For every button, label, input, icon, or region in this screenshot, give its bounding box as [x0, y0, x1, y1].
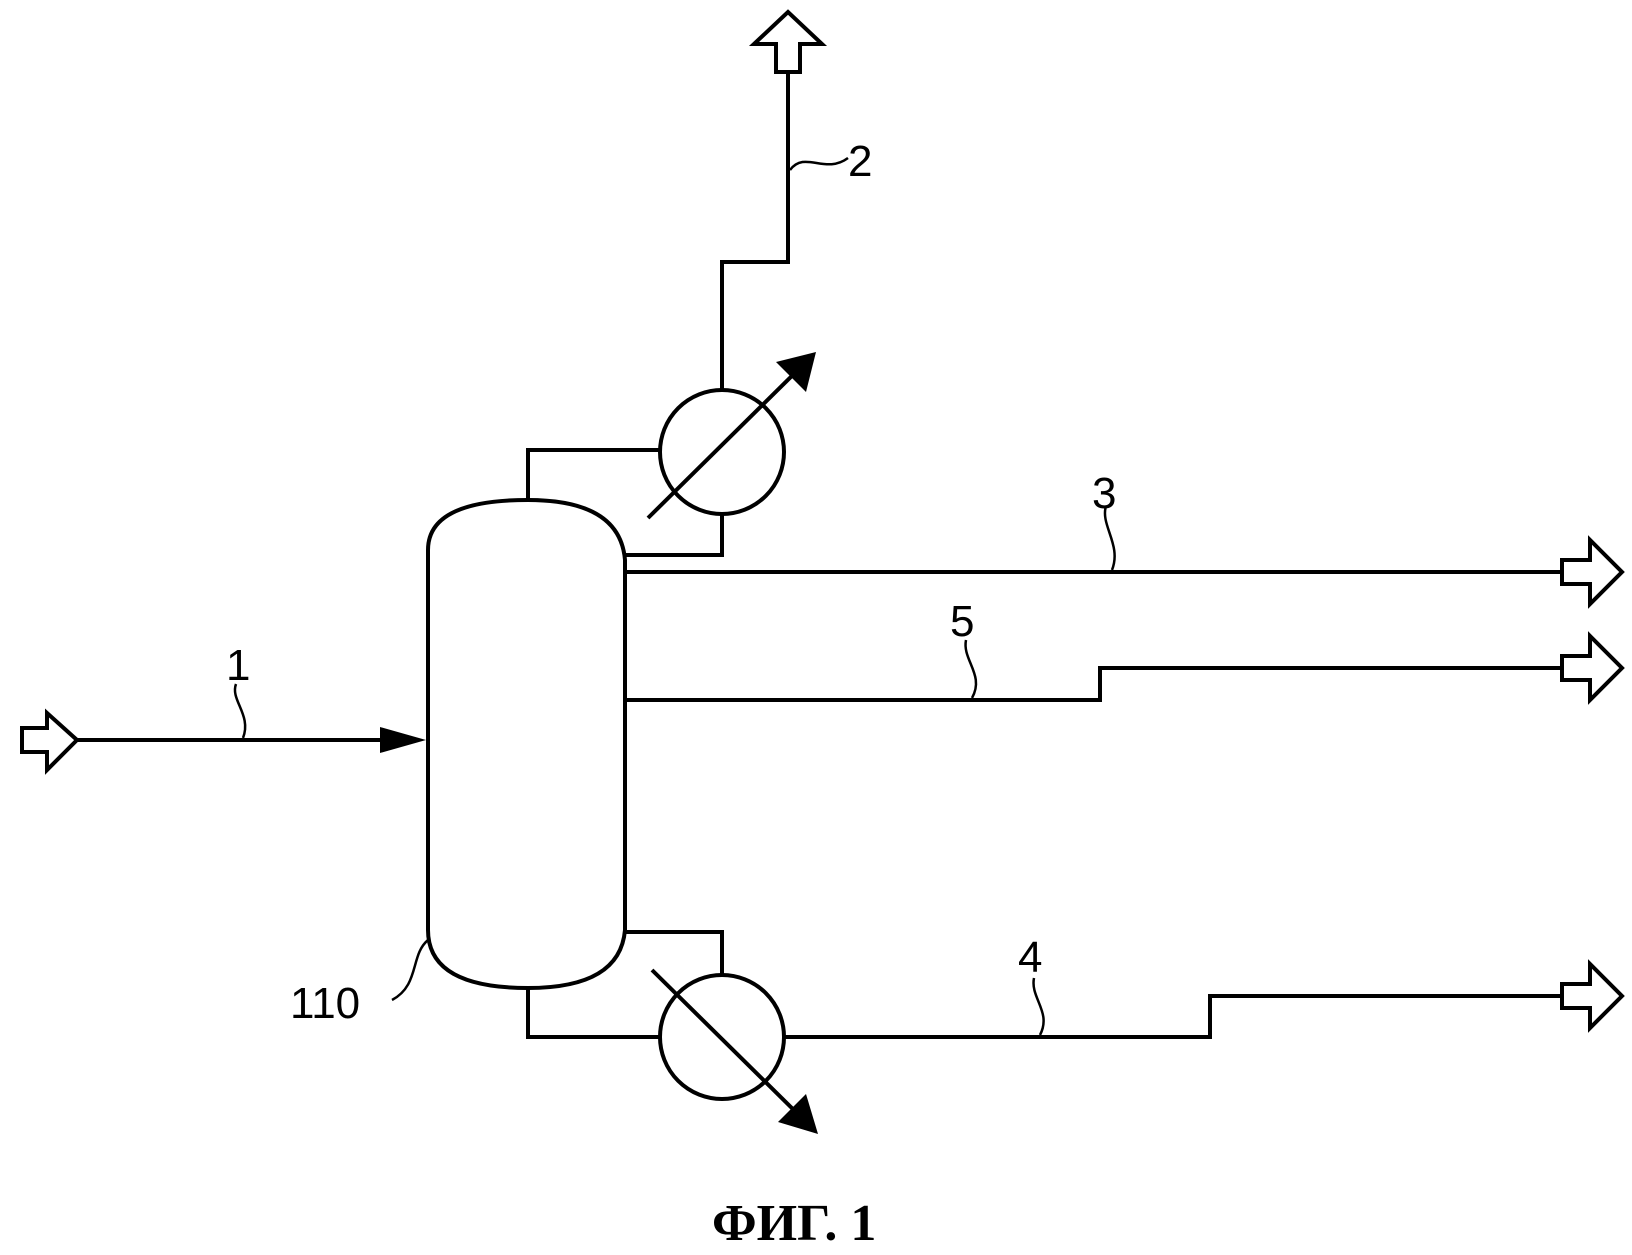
label-1: 1	[226, 641, 250, 690]
overhead-outlet-arrow-icon	[748, 9, 828, 74]
feed-arrowhead-icon	[380, 727, 426, 753]
reboiler-arrowhead-icon	[778, 1094, 818, 1134]
condenser-arrowhead-icon	[776, 352, 816, 392]
figure-caption: ФИГ. 1	[712, 1195, 876, 1252]
outlet-arrow-icon-4	[1560, 959, 1625, 1033]
feed-inlet-arrow-icon	[20, 708, 80, 775]
reboiler-return-line	[526, 988, 660, 1039]
reboiler-feed-line	[625, 930, 724, 977]
leader-line-2	[789, 156, 849, 171]
outlet-arrow-icon-5	[1560, 631, 1625, 705]
label-2: 2	[848, 137, 872, 186]
leader-line-110	[391, 939, 429, 1002]
condenser-heat-exchanger-icon	[658, 388, 786, 516]
label-110: 110	[290, 979, 360, 1028]
distillation-column-110	[426, 497, 627, 991]
overhead-vapor-line	[526, 448, 660, 500]
overhead-product-line-2	[720, 72, 790, 390]
outlet-arrow-icon-3	[1560, 535, 1625, 609]
leader-line-3	[1103, 505, 1116, 571]
label-3: 3	[1092, 469, 1116, 518]
reboiler-diagonal-arrow-icon	[650, 968, 810, 1126]
leader-line-5	[964, 639, 978, 699]
label-5: 5	[950, 597, 974, 646]
leader-line-4	[1032, 977, 1045, 1036]
side-stream-line-5	[625, 666, 1562, 702]
leader-line-1	[233, 683, 247, 739]
reflux-line	[625, 514, 724, 557]
condenser-diagonal-arrow-icon	[646, 358, 810, 520]
label-4: 4	[1018, 933, 1042, 982]
bottoms-line-4	[784, 994, 1562, 1039]
